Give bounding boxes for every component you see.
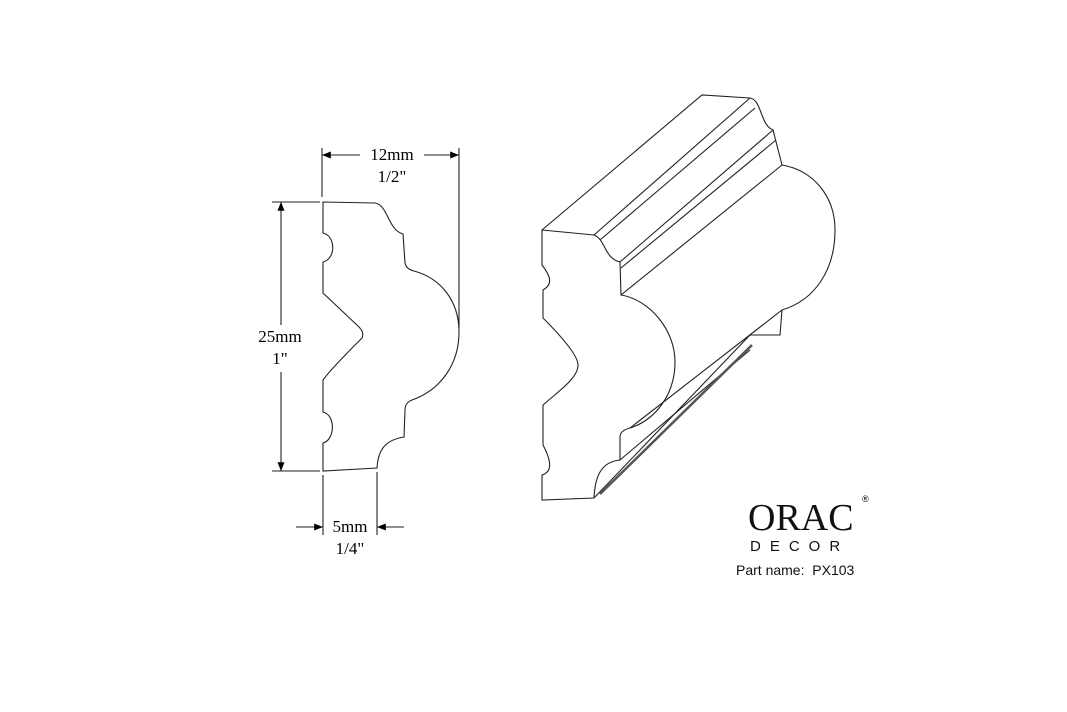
height-in-label: 1" <box>248 349 312 368</box>
depth-mm-label: 5mm <box>326 517 374 536</box>
height-mm-label: 25mm <box>248 327 312 346</box>
width-mm-label: 12mm <box>360 145 424 164</box>
profile-section <box>322 201 460 472</box>
part-name: Part name: PX103 <box>736 562 854 579</box>
part-value: PX103 <box>812 562 855 578</box>
brand-sub: DECOR <box>750 538 850 555</box>
width-in-label: 1/2" <box>360 167 424 186</box>
moulding-3d-view <box>541 94 836 501</box>
depth-in-label: 1/4" <box>326 539 374 558</box>
brand-logo: ORAC <box>748 497 854 539</box>
part-label: Part name: <box>736 562 805 578</box>
registered-mark: ® <box>862 494 869 504</box>
